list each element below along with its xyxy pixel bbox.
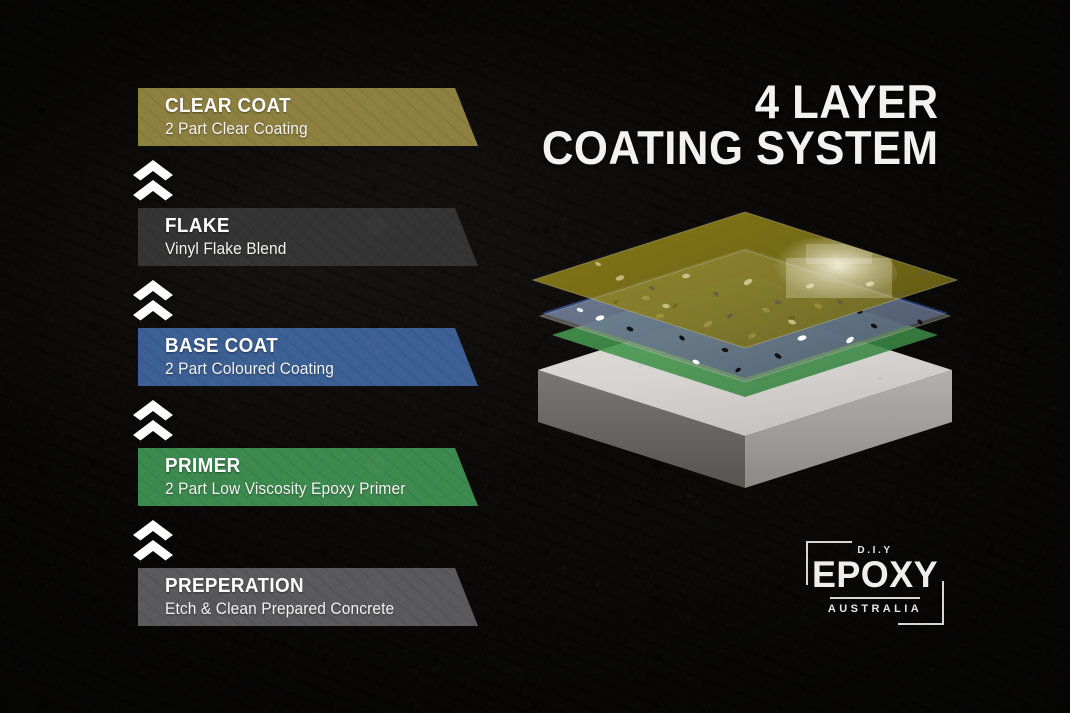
layer-banner-primer[interactable]: PRIMER 2 Part Low Viscosity Epoxy Primer — [138, 448, 478, 506]
banner-body: BASE COAT 2 Part Coloured Coating — [138, 328, 478, 386]
layer-title: FLAKE — [165, 215, 230, 237]
layer-banner-base-coat[interactable]: BASE COAT 2 Part Coloured Coating — [138, 328, 478, 386]
banner-body: FLAKE Vinyl Flake Blend — [138, 208, 478, 266]
double-chevron-up-icon — [131, 158, 175, 204]
layer-title: CLEAR COAT — [165, 95, 292, 117]
double-chevron-up-icon — [131, 278, 175, 324]
layer-subtitle: 2 Part Low Viscosity Epoxy Primer — [165, 480, 406, 498]
layer-subtitle: Etch & Clean Prepared Concrete — [165, 600, 395, 618]
layer-subtitle: 2 Part Coloured Coating — [165, 360, 334, 378]
logo-epoxy-text: EPOXY — [808, 555, 942, 595]
banner-body: PRIMER 2 Part Low Viscosity Epoxy Primer — [138, 448, 478, 506]
banner-body: CLEAR COAT 2 Part Clear Coating — [138, 88, 478, 146]
double-chevron-up-icon — [131, 398, 175, 444]
banner-body: PREPERATION Etch & Clean Prepared Concret… — [138, 568, 478, 626]
layer-banner-clear-coat[interactable]: CLEAR COAT 2 Part Clear Coating — [138, 88, 478, 146]
layer-title: BASE COAT — [165, 335, 279, 357]
logo-divider — [830, 597, 920, 599]
layer-title: PREPERATION — [165, 575, 305, 597]
logo-diy-text: D.I.Y — [857, 545, 893, 556]
layer-banner-flake[interactable]: FLAKE Vinyl Flake Blend — [138, 208, 478, 266]
exploded-4-layer-slab-diagram — [520, 198, 970, 518]
logo-bracket-bottom-right — [898, 581, 944, 625]
page-title-line-2: COATING SYSTEM — [542, 121, 939, 174]
page-title: 4 LAYER COATING SYSTEM — [542, 78, 939, 174]
layer-banner-preperation[interactable]: PREPERATION Etch & Clean Prepared Concret… — [138, 568, 478, 626]
logo-bracket-top-left — [806, 541, 852, 585]
layer-subtitle: Vinyl Flake Blend — [165, 240, 287, 258]
double-chevron-up-icon — [131, 518, 175, 564]
logo-country-text: AUSTRALIA — [827, 603, 923, 615]
page-title-line-1: 4 LAYER — [755, 75, 939, 128]
layer-subtitle: 2 Part Clear Coating — [165, 120, 308, 138]
layer-title: PRIMER — [165, 455, 241, 477]
brand-logo: D.I.Y EPOXY AUSTRALIA — [806, 533, 944, 625]
